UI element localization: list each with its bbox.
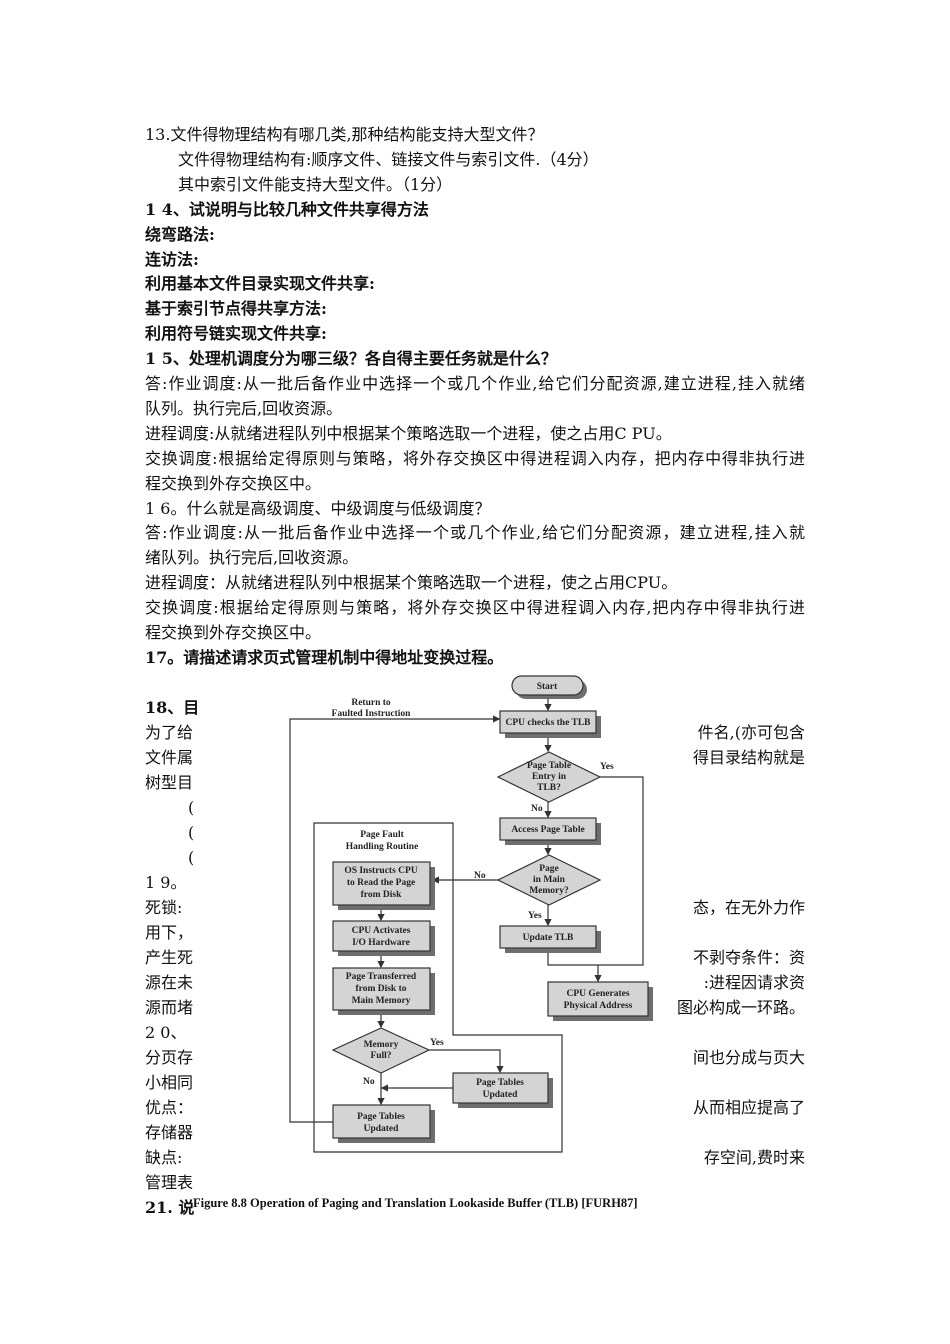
text-line-right-fragment: 不剥夺条件：资 xyxy=(692,948,805,967)
text-line: 答:作业调度:从一批后备作业中选择一个或几个作业,给它们分配资源,建立进程,挂入… xyxy=(145,374,805,393)
text-line-right-fragment: 得目录结构就是 xyxy=(692,748,805,767)
text-line-left-fragment: 树型目 xyxy=(145,773,194,792)
text-line-left-fragment: 1 9。 xyxy=(145,873,187,892)
flow-edges xyxy=(289,694,644,1123)
text-line: 1 6。什么就是高级调度、中级调度与低级调度？ xyxy=(145,498,491,518)
cpu-checks-tlb-box: CPU checks the TLB xyxy=(499,710,601,738)
update-tlb-box: Update TLB xyxy=(499,925,601,953)
no-label: No xyxy=(531,804,543,814)
text-line-left-fragment: 小相同 xyxy=(145,1073,194,1092)
text-line: 1 4、试说明与比较几种文件共享得方法 xyxy=(145,199,429,219)
text-line-right-fragment: :进程因请求资 xyxy=(703,973,805,992)
text-line: 进程调度:从就绪进程队列中根据某个策略选取一个进程，使之占用C PU。 xyxy=(145,423,672,443)
text-line: 基于索引节点得共享方法: xyxy=(145,299,327,319)
text-line-left-fragment: ( xyxy=(188,823,195,842)
text-line-left-fragment: 文件属 xyxy=(145,748,194,767)
text-line-left-fragment: 2 0、 xyxy=(145,1023,187,1042)
no-label: No xyxy=(363,1077,375,1087)
text-line: 交换调度:根据给定得原则与策略，将外存交换区中得进程调入内存，把内存中得非执行进 xyxy=(145,448,805,468)
text-line: 1 5、处理机调度分为哪三级？各自得主要任务就是什么？ xyxy=(145,349,557,369)
text-line-left-fragment: 源在未 xyxy=(145,973,194,992)
text-line: 13.文件得物理结构有哪几类,那种结构能支持大型文件？ xyxy=(145,125,544,144)
text-line-left-fragment: 21. 说 xyxy=(145,1198,195,1217)
text-line-left-fragment: 18、目 xyxy=(145,698,200,717)
text-line-left-fragment: 源而堵 xyxy=(145,998,194,1017)
text-line-right-fragment: 态，在无外力作 xyxy=(692,898,805,917)
text-line-left-fragment: 为了给 xyxy=(145,723,194,742)
text-line: 绪队列。执行完后,回收资源。 xyxy=(145,548,359,568)
yes-label: Yes xyxy=(528,911,542,921)
text-line: 进程调度：从就绪进程队列中根据某个策略选取一个进程，使之占用CPU。 xyxy=(145,573,678,593)
text-line: 17。请描述请求页式管理机制中得地址变换过程。 xyxy=(145,647,504,667)
text-line: 文件得物理结构有:顺序文件、链接文件与索引文件.（4分） xyxy=(178,149,599,169)
text-line-left-fragment: 存储器 xyxy=(145,1123,194,1142)
access-page-table-box: Access Page Table xyxy=(499,817,601,845)
text-line-left-fragment: 分页存 xyxy=(145,1048,194,1067)
text-line-left-fragment: 缺点: xyxy=(145,1148,183,1167)
text-line-left-fragment: 用下， xyxy=(145,923,194,942)
figure-caption: Figure 8.8 Operation of Paging and Trans… xyxy=(193,1196,638,1210)
start-terminal: Start xyxy=(511,675,587,699)
svg-text:Start: Start xyxy=(537,682,558,692)
text-line-right-fragment: 从而相应提高了 xyxy=(692,1098,805,1117)
svg-text:Update TLB: Update TLB xyxy=(523,933,574,943)
svg-text:CPU checks the TLB: CPU checks the TLB xyxy=(505,718,591,728)
yes-label: Yes xyxy=(430,1038,444,1048)
text-line: 队列。执行完后,回收资源。 xyxy=(145,398,343,418)
yes-label: Yes xyxy=(600,762,614,772)
routine-frame xyxy=(313,822,563,1153)
text-line: 程交换到外存交换区中。 xyxy=(145,623,322,642)
text-line: 利用基本文件目录实现文件共享: xyxy=(145,274,375,294)
text-line: 其中索引文件能支持大型文件。（1分） xyxy=(178,174,453,194)
text-line-left-fragment: ( xyxy=(188,798,195,817)
text-line: 连访法: xyxy=(145,249,199,269)
text-line: 程交换到外存交换区中。 xyxy=(145,473,322,493)
text-line-right-fragment: 间也分成与页大 xyxy=(692,1048,805,1067)
no-label: No xyxy=(474,871,486,881)
svg-text:Access Page Table: Access Page Table xyxy=(511,825,584,835)
text-line: 交换调度:根据给定得原则与策略，将外存交换区中得进程调入内存,把内存中得非执行进 xyxy=(145,598,805,618)
text-line-left-fragment: 产生死 xyxy=(145,948,194,967)
text-line-left-fragment: ( xyxy=(188,848,195,867)
text-line: 利用符号链实现文件共享: xyxy=(145,324,327,344)
text-line: 绕弯路法: xyxy=(145,224,215,244)
text-line: 答:作业调度:从一批后备作业中选择一个或几个作业,给它们分配资源，建立进程,挂入… xyxy=(145,523,805,543)
text-line-left-fragment: 优点： xyxy=(145,1098,194,1117)
text-line-right-fragment: 件名,(亦可包含 xyxy=(697,723,805,742)
text-line-right-fragment: 图必构成一环路。 xyxy=(676,998,805,1017)
text-line-left-fragment: 死锁: xyxy=(145,898,183,917)
text-line-right-fragment: 存空间,费时来 xyxy=(703,1148,805,1167)
text-line-left-fragment: 管理表 xyxy=(145,1173,194,1192)
